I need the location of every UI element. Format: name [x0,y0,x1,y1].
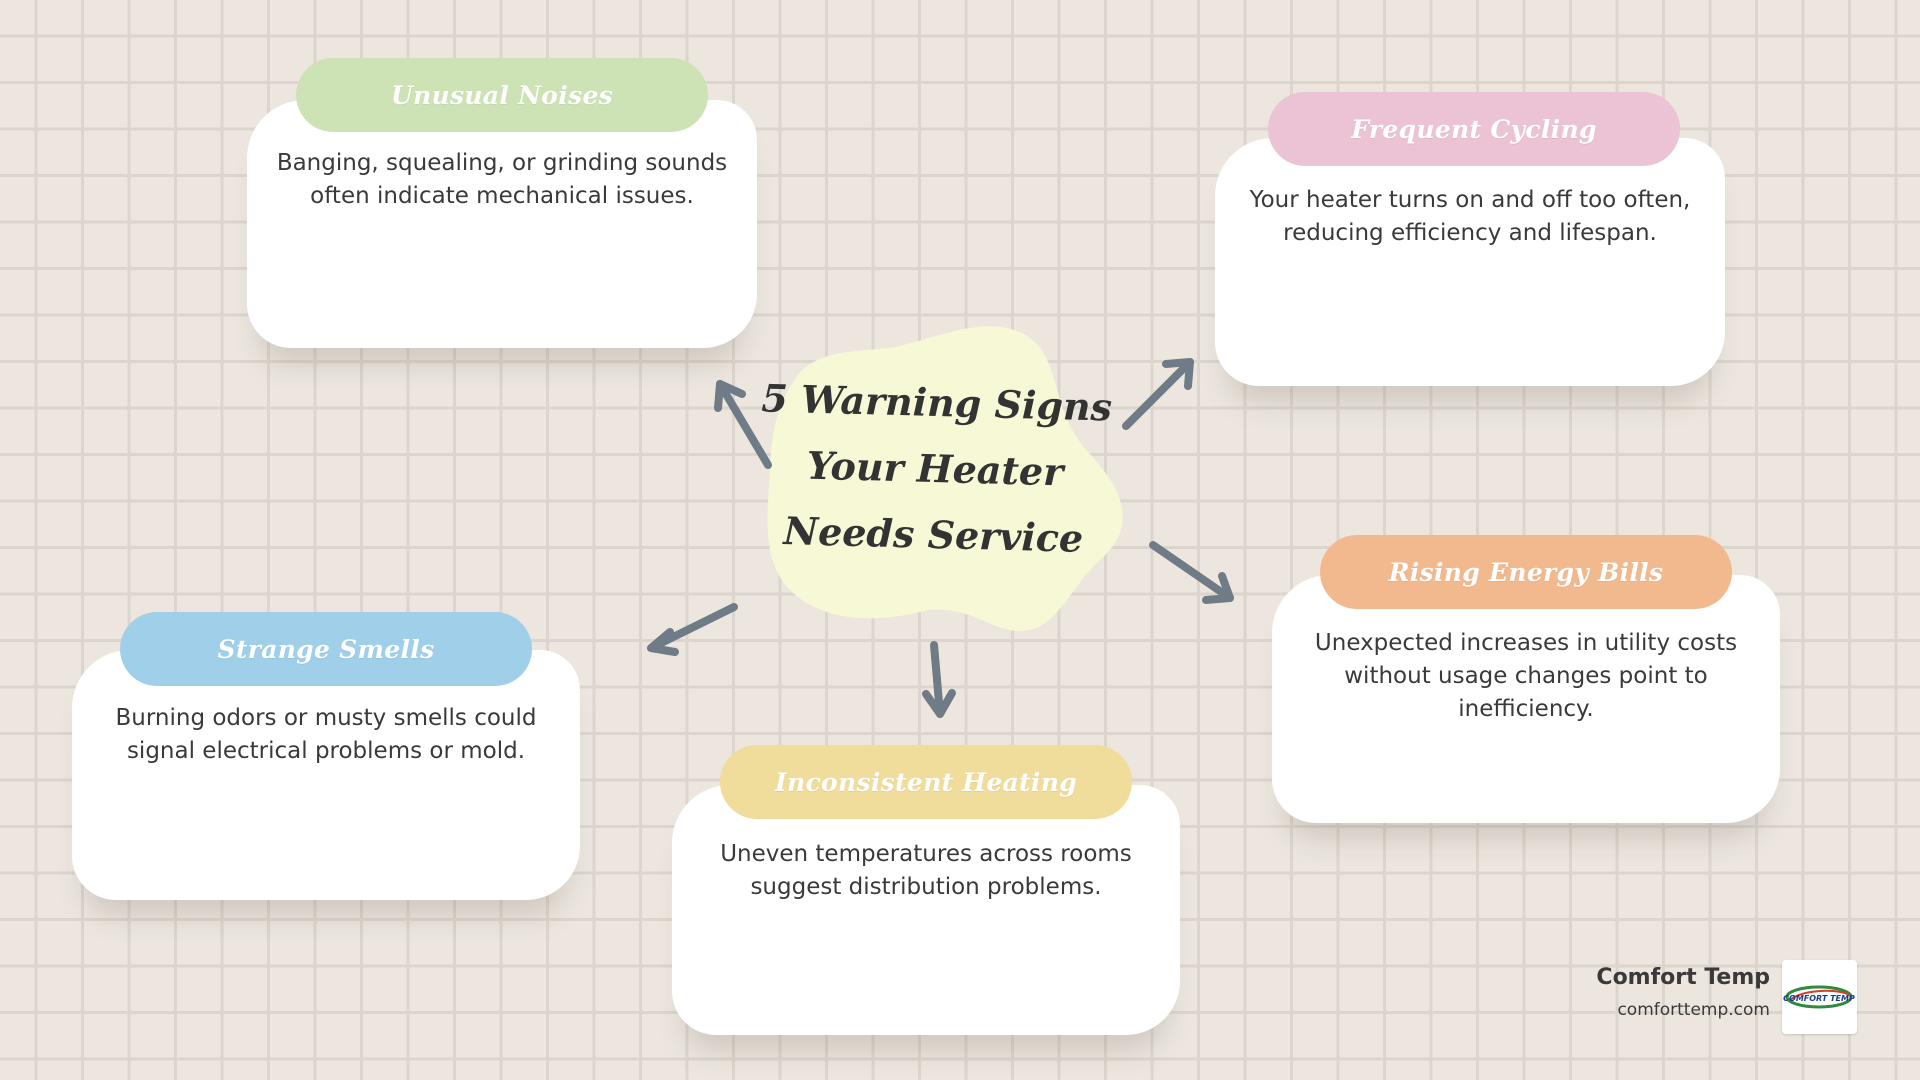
sign-description: Your heater turns on and off too often, … [1215,184,1725,250]
brand-logo-mark: COMFORT TEMP [1783,985,1855,1009]
sign-description-line: reducing efficiency and lifespan. [1283,220,1657,246]
sign-description-line: Banging, squealing, or grinding sounds [276,150,728,176]
arrow-to-strange-smells [647,603,738,656]
sign-description: Banging, squealing, or grinding sounds o… [247,147,757,213]
sign-title-pill-rising-energy-bills: Rising Energy Bills [1320,535,1732,609]
sign-description-line: Your heater turns on and off too often, [1249,187,1691,213]
sign-description-line: Burning odors or musty smells could [115,705,537,731]
sign-description: Burning odors or musty smells could sign… [72,702,580,768]
sign-title: Inconsistent Heating [775,767,1077,797]
sign-title-pill-unusual-noises: Unusual Noises [296,58,708,132]
arrow-to-frequent-cycling [1122,358,1194,430]
sign-title: Rising Energy Bills [1388,557,1664,587]
sign-title: Unusual Noises [390,80,614,110]
sign-description-line: without usage changes point to [1344,663,1708,689]
sign-card-inconsistent-heating: Uneven temperatures across rooms suggest… [672,785,1180,1035]
sign-title-pill-inconsistent-heating: Inconsistent Heating [720,745,1132,819]
sign-card-unusual-noises: Banging, squealing, or grinding sounds o… [247,100,757,348]
brand-url: comforttemp.com [1617,1000,1770,1020]
sign-description-line: inefficiency. [1458,696,1594,722]
center-blob-shape [767,326,1123,632]
sign-title-pill-frequent-cycling: Frequent Cycling [1268,92,1680,166]
brand-logo: COMFORT TEMP [1782,960,1857,1034]
svg-text:COMFORT TEMP: COMFORT TEMP [1783,994,1855,1003]
sign-description: Uneven temperatures across rooms suggest… [672,838,1180,904]
sign-title: Strange Smells [217,634,435,664]
brand-block: Comfort Temp comforttemp.com [1596,965,1770,1020]
arrow-to-unusual-noises [714,380,772,469]
sign-description-line: Uneven temperatures across rooms [720,841,1132,867]
sign-card-strange-smells: Burning odors or musty smells could sign… [72,650,580,900]
sign-description-line: suggest distribution problems. [750,874,1102,900]
sign-description-line: Unexpected increases in utility costs [1314,630,1738,656]
sign-description: Unexpected increases in utility costs wi… [1272,627,1780,726]
sign-description-line: signal electrical problems or mold. [126,738,526,764]
sign-description-line: often indicate mechanical issues. [310,183,694,209]
brand-name: Comfort Temp [1596,965,1770,990]
sign-title: Frequent Cycling [1351,114,1597,144]
sign-card-rising-energy-bills: Unexpected increases in utility costs wi… [1272,575,1780,823]
sign-title-pill-strange-smells: Strange Smells [120,612,532,686]
arrow-to-rising-energy-bills [1149,541,1234,604]
arrow-to-inconsistent-heating [922,641,956,718]
sign-card-frequent-cycling: Your heater turns on and off too often, … [1215,138,1725,386]
